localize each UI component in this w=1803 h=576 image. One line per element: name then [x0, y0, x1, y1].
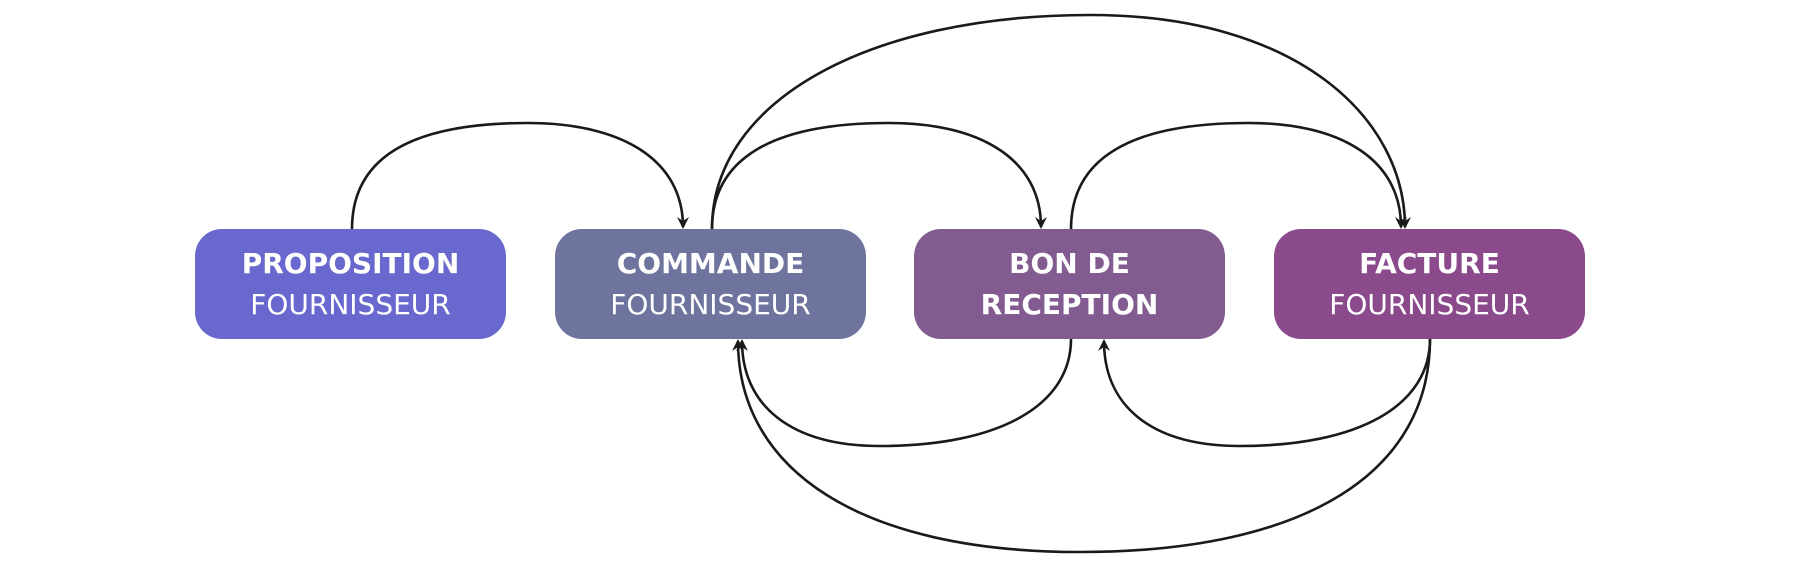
node-facture-fournisseur: FACTURE FOURNISSEUR	[1274, 229, 1585, 339]
edge-bon-reception-to-commande	[736, 338, 1073, 448]
node-commande-fournisseur: COMMANDE FOURNISSEUR	[555, 229, 866, 339]
node-title: PROPOSITION	[241, 247, 460, 280]
node-subtitle: FOURNISSEUR	[610, 288, 811, 321]
node-title: FACTURE	[1359, 247, 1500, 280]
node-title: BON DE	[1009, 247, 1130, 280]
edge-proposition-to-commande	[350, 121, 689, 230]
edge-facture-to-commande	[732, 338, 1432, 554]
edge-commande-to-facture	[710, 13, 1411, 230]
node-title: COMMANDE	[616, 247, 805, 280]
node-subtitle: FOURNISSEUR	[1329, 288, 1530, 321]
node-bon-de-reception: BON DE RECEPTION	[914, 229, 1225, 339]
edge-bon-reception-to-facture	[1069, 121, 1407, 230]
edge-commande-to-bon-reception	[710, 121, 1047, 230]
node-subtitle: FOURNISSEUR	[250, 288, 451, 321]
edge-facture-to-bon-reception	[1098, 338, 1432, 448]
node-subtitle: RECEPTION	[980, 288, 1159, 321]
node-proposition-fournisseur: PROPOSITION FOURNISSEUR	[195, 229, 506, 339]
